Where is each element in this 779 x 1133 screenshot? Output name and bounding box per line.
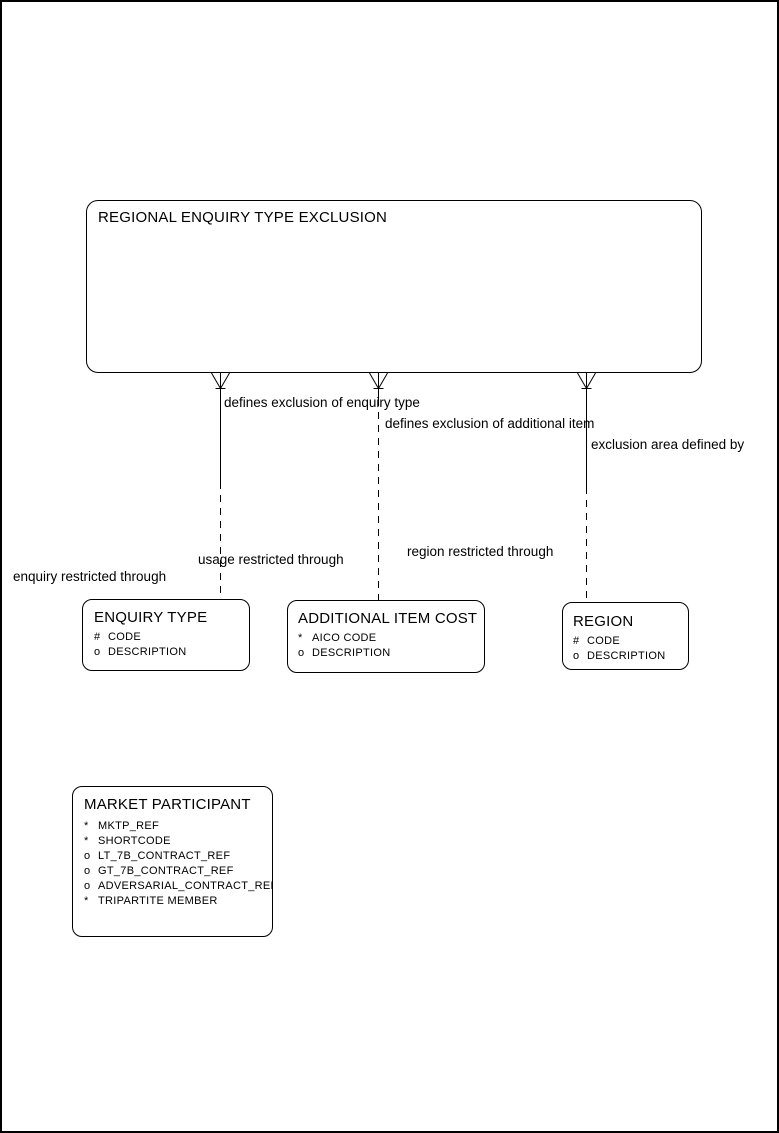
attribute-row: o ADVERSARIAL_CONTRACT_REF [84,879,272,894]
attribute-row: # CODE [94,630,249,645]
attribute-name: LT_7B_CONTRACT_REF [98,850,231,862]
relationship-line-region-dashed[interactable] [586,487,587,602]
attribute-name: CODE [108,631,141,643]
crow-foot-icon [211,373,230,389]
attribute-marker: # [94,631,101,643]
attribute-row: * TRIPARTITE MEMBER [84,894,272,909]
relationship-line-enquiry-type-dashed[interactable] [220,482,221,600]
entity-market-participant[interactable]: MARKET PARTICIPANT * MKTP_REF * SHORTCOD… [72,786,273,937]
entity-title: MARKET PARTICIPANT [84,796,251,813]
attribute-name: GT_7B_CONTRACT_REF [98,865,234,877]
crow-foot-icon [577,373,596,389]
attribute-marker: o [94,646,101,658]
relationship-line-enquiry-type-solid[interactable] [220,389,221,482]
attribute-marker: * [298,632,303,644]
attribute-row: * MKTP_REF [84,819,272,834]
attribute-name: DESCRIPTION [108,646,187,658]
attribute-name: MKTP_REF [98,820,160,832]
attribute-marker: o [573,650,580,662]
crow-foot-icon [369,373,388,389]
entity-additional-item-cost[interactable]: ADDITIONAL ITEM COST * AICO CODE o DESCR… [287,600,485,673]
attribute-row: o LT_7B_CONTRACT_REF [84,849,272,864]
entity-title: ENQUIRY TYPE [94,609,208,626]
entity-enquiry-type[interactable]: ENQUIRY TYPE # CODE o DESCRIPTION [82,599,250,671]
relationship-label-defines-exclusion-of-enquiry-type[interactable]: defines exclusion of enquiry type [224,395,420,410]
relationship-label-exclusion-area-defined-by[interactable]: exclusion area defined by [591,437,745,452]
attribute-marker: o [84,880,91,892]
attribute-row: o DESCRIPTION [298,646,484,661]
attribute-row: o GT_7B_CONTRACT_REF [84,864,272,879]
attribute-marker: # [573,635,580,647]
attribute-marker: * [84,895,89,907]
relationship-label-defines-exclusion-of-additional-item[interactable]: defines exclusion of additional item [385,416,595,431]
attribute-name: CODE [587,635,620,647]
attribute-marker: o [298,647,305,659]
attribute-name: ADVERSARIAL_CONTRACT_REF [98,880,273,892]
attribute-marker: o [84,850,91,862]
attribute-row: * AICO CODE [298,631,484,646]
attribute-row: * SHORTCODE [84,834,272,849]
entity-title: ADDITIONAL ITEM COST [298,610,478,627]
relationship-line-region-solid[interactable] [586,389,587,487]
attribute-marker: * [84,820,89,832]
entity-region[interactable]: REGION # CODE o DESCRIPTION [562,602,689,670]
entity-title: REGIONAL ENQUIRY TYPE EXCLUSION [98,209,388,226]
attribute-row: o DESCRIPTION [94,645,249,660]
attribute-name: DESCRIPTION [587,650,666,662]
attribute-marker: o [84,865,91,877]
attribute-row: o DESCRIPTION [573,649,688,664]
attribute-row: # CODE [573,634,688,649]
relationship-line-additional-item-cost-solid[interactable] [378,389,379,399]
relationship-line-additional-item-cost-dashed[interactable] [378,399,379,600]
entity-regional-enquiry-type-exclusion[interactable]: REGIONAL ENQUIRY TYPE EXCLUSION [86,200,702,373]
relationship-label-region-restricted-through[interactable]: region restricted through [407,544,554,559]
entity-title: REGION [573,613,634,630]
attribute-name: TRIPARTITE MEMBER [98,895,218,907]
attribute-marker: * [84,835,89,847]
attribute-name: AICO CODE [312,632,377,644]
attribute-name: SHORTCODE [98,835,171,847]
relationship-label-usage-restricted-through[interactable]: usage restricted through [198,552,344,567]
relationship-label-enquiry-restricted-through[interactable]: enquiry restricted through [13,569,167,584]
attribute-name: DESCRIPTION [312,647,391,659]
